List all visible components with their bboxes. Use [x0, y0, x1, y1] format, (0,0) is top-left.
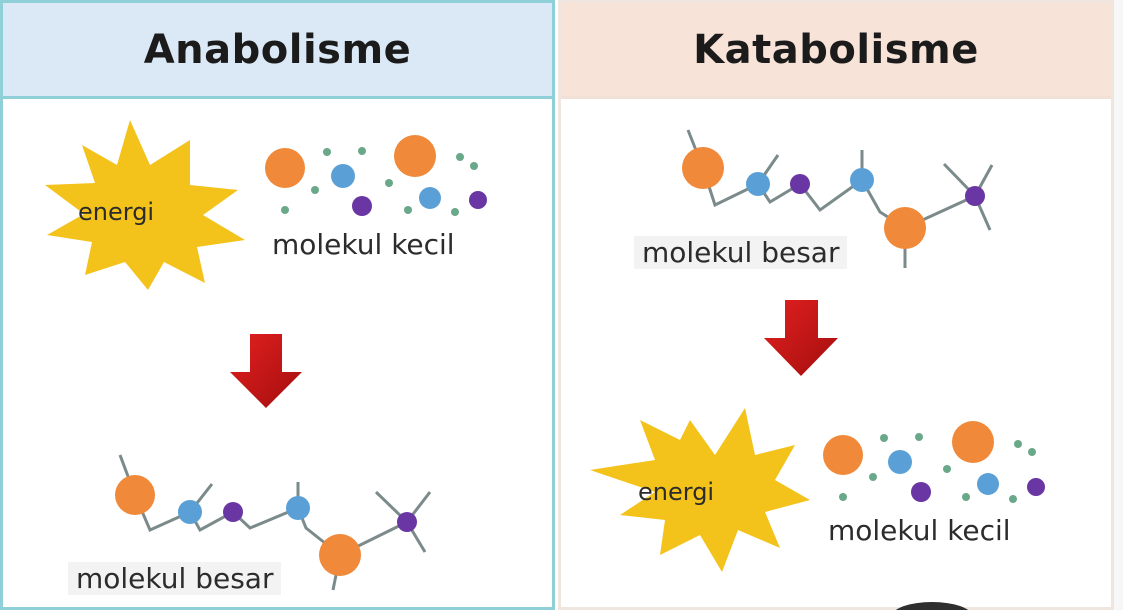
small-molecules-icon: [823, 421, 1045, 503]
small-molecule-label: molekul kecil: [272, 228, 455, 261]
page-edge: [1114, 0, 1123, 610]
energy-burst-icon: [45, 120, 245, 290]
partial-figure-icon: [895, 602, 969, 610]
small-molecules-icon: [265, 135, 487, 216]
anabolism-title: Anabolisme: [3, 3, 552, 99]
large-molecule-label: molekul besar: [634, 236, 848, 269]
down-arrow-icon: [764, 300, 838, 376]
energy-burst-icon: [590, 408, 810, 572]
catabolism-title: Katabolisme: [561, 3, 1111, 99]
anabolism-panel: Anabolisme: [0, 0, 555, 610]
down-arrow-icon: [230, 334, 302, 408]
small-molecule-label: molekul kecil: [828, 514, 1011, 547]
energy-label: energi: [638, 478, 715, 506]
catabolism-panel: Katabolisme: [558, 0, 1114, 610]
large-molecule-label: molekul besar: [68, 562, 282, 595]
energy-label: energi: [78, 198, 155, 226]
